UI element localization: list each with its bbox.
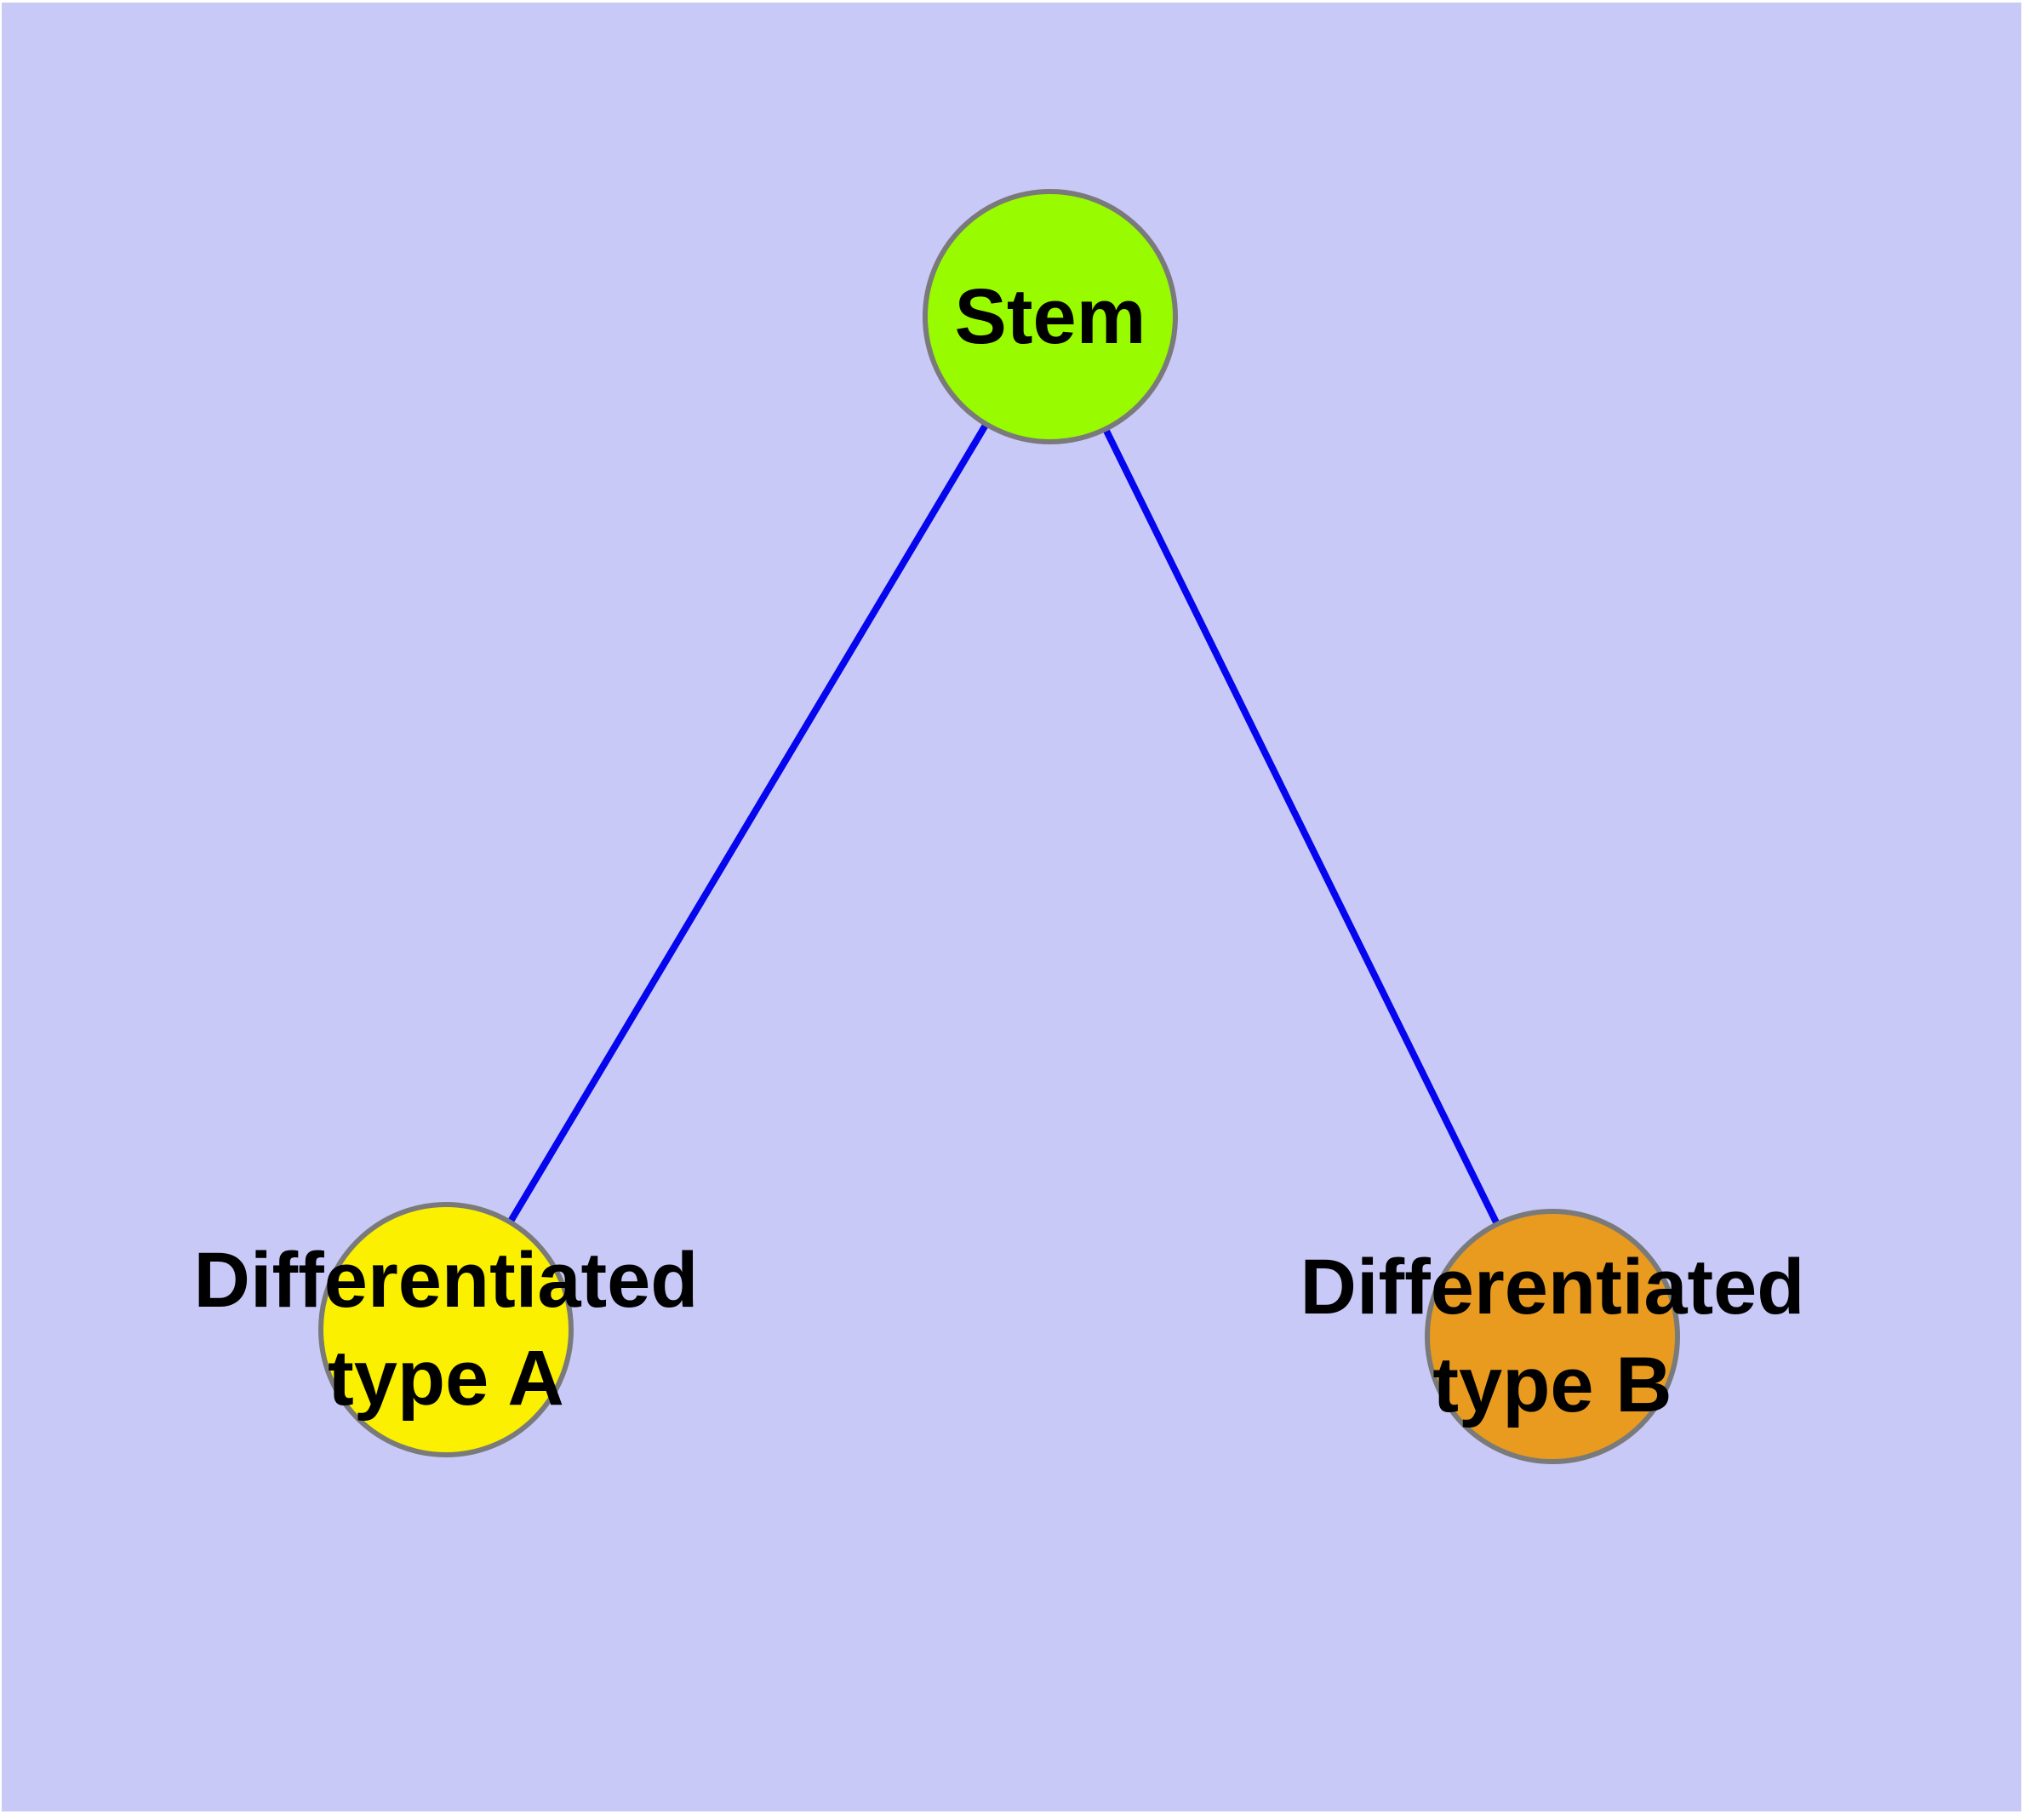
edge-stem-to-type-b bbox=[1047, 315, 1556, 1338]
node-differentiated-type-a[interactable] bbox=[318, 1202, 574, 1457]
node-stem-label: Stem bbox=[954, 272, 1146, 360]
node-differentiated-type-b[interactable] bbox=[1425, 1209, 1680, 1464]
node-stem[interactable]: Stem bbox=[923, 189, 1178, 444]
edge-stem-to-type-a bbox=[443, 314, 1054, 1332]
